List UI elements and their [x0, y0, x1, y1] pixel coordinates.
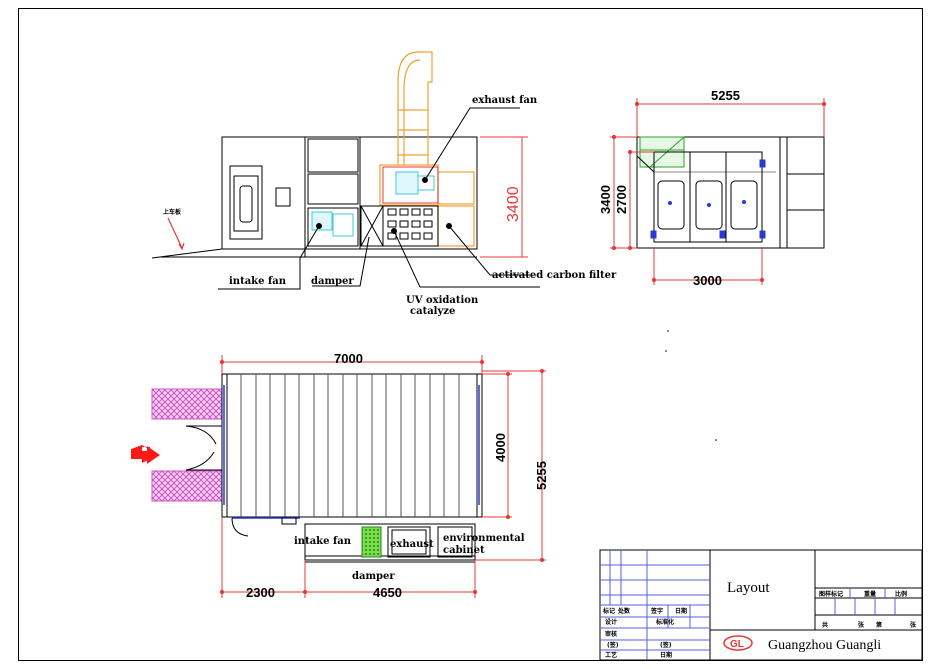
tb-left-cell-1: 处数: [617, 607, 631, 615]
tb-header-cell-0: 图样标记: [819, 590, 843, 598]
intake-fan-label-bottom: intake fan: [294, 536, 352, 547]
tb-sheet-cell-3: 张: [910, 621, 917, 629]
tb-left-cell-3: 日期: [675, 607, 687, 615]
side-board-label: 上车板: [163, 208, 182, 216]
damper-label-top: damper: [311, 276, 354, 287]
tb-sheet-cell-1: 张: [858, 621, 865, 629]
tb-left-cell-7: (签): [607, 641, 619, 649]
company-logo-text: GL: [730, 639, 744, 650]
tb-left-cell-9: (签): [660, 641, 672, 649]
plan-left-dim: 2300: [246, 585, 275, 600]
plan-total-width-dim: 5255: [534, 461, 549, 490]
tb-header-cell-2: 比例: [895, 590, 907, 598]
damper-label-bottom: damper: [352, 571, 395, 582]
plan-length-dim: 7000: [334, 351, 363, 366]
front-width-dim: 5255: [711, 88, 740, 103]
tb-left-cell-2: 签字: [650, 607, 663, 615]
activated-carbon-label: activated carbon filter: [492, 270, 617, 281]
tb-left-cell-4: 设计: [605, 618, 617, 626]
tb-sheet-cell-0: 共: [822, 621, 828, 629]
tb-left-cell-8: 工艺: [605, 651, 617, 659]
environmental-label-line1: environmental: [443, 533, 525, 544]
uv-label-line1: UV oxidation: [406, 295, 479, 306]
front-height1-dim: 3400: [598, 185, 613, 214]
intake-fan-label-top: intake fan: [229, 276, 287, 287]
title-block: [599, 549, 923, 661]
tb-left-cell-6: 审核: [605, 630, 617, 638]
tb-left-cell-10: 日期: [660, 651, 672, 659]
exhaust-fan-label: exhaust fan: [472, 95, 538, 106]
drawing-frame: [18, 8, 923, 661]
company-name: Guangzhou Guangli: [768, 638, 881, 653]
side-view: [151, 51, 540, 290]
tb-header-cell-1: 重量: [864, 590, 876, 598]
front-height2-dim: 2700: [614, 185, 629, 214]
front-inner-dim: 3000: [693, 273, 722, 288]
plan-inner-width-dim: 4000: [493, 433, 508, 462]
inlet-arrow-head: [133, 446, 160, 464]
company-logo-icon: GL: [723, 635, 753, 651]
plan-right-dim: 4650: [373, 585, 402, 600]
environmental-label-line2: cabinet: [443, 545, 485, 556]
plan-view: [151, 355, 546, 598]
tb-left-cell-0: 标记: [602, 607, 615, 615]
side-height-dim: 3400: [505, 186, 522, 222]
tb-sheet-cell-2: 第: [875, 621, 882, 629]
exhaust-label-bottom: exhaust: [390, 539, 434, 550]
uv-label-line2: catalyze: [410, 306, 455, 317]
front-view: [610, 98, 827, 285]
tb-left-cell-5: 标准化: [655, 618, 674, 626]
drawing-title: Layout: [727, 580, 770, 596]
